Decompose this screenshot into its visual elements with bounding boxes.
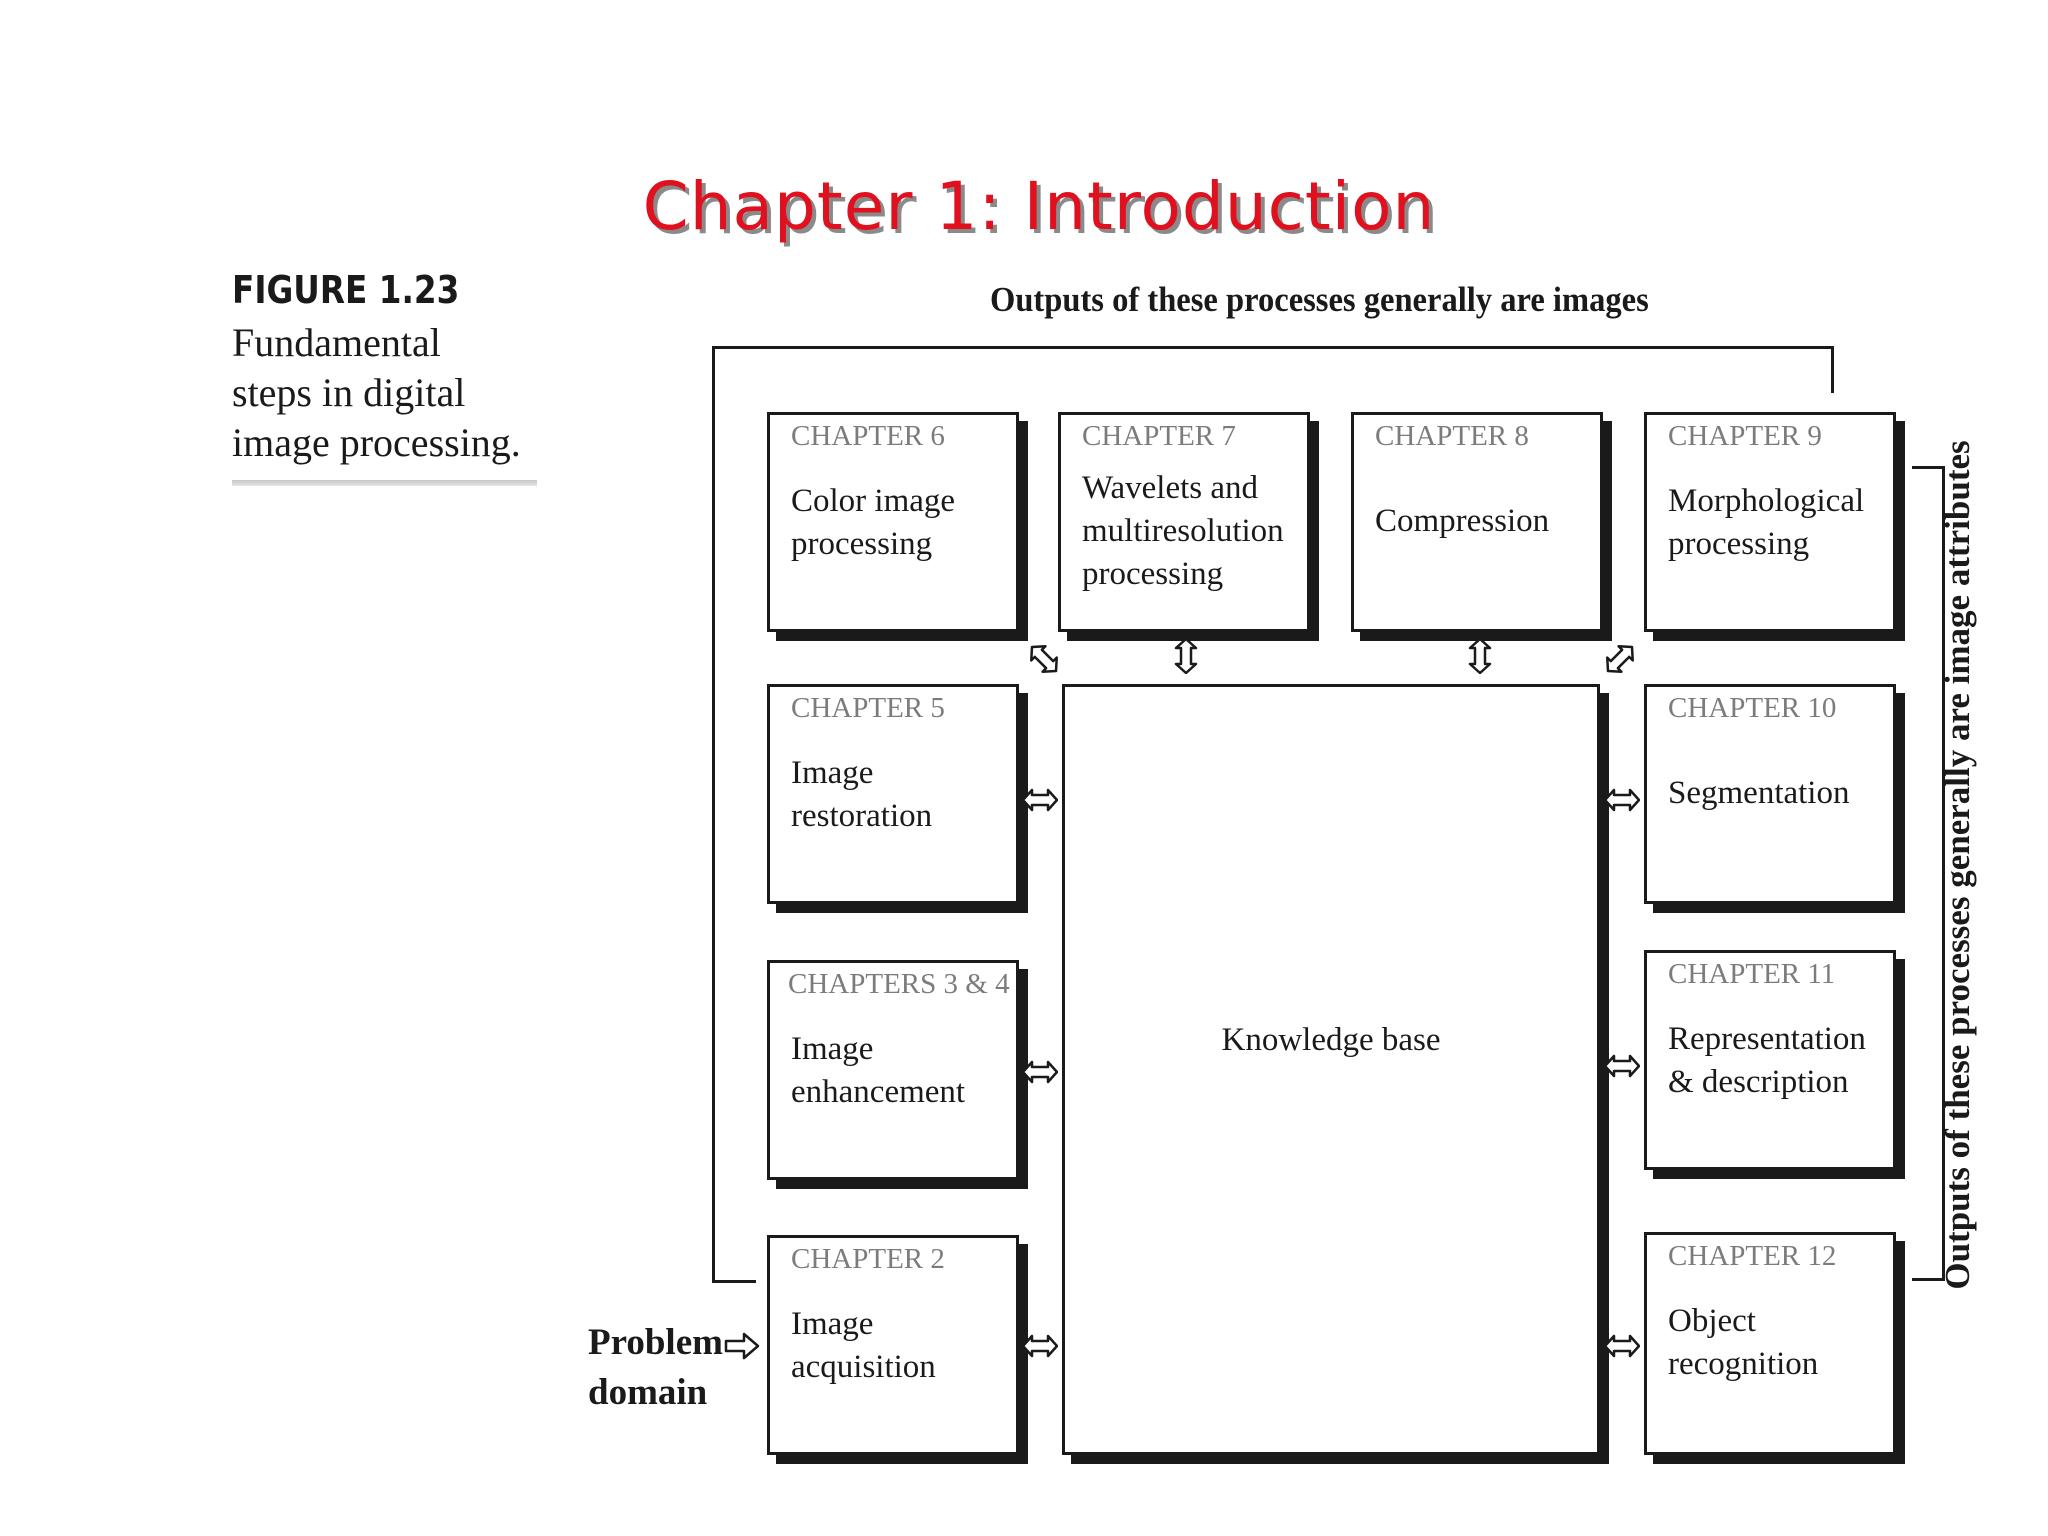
process-name-line: processing <box>1082 556 1224 592</box>
process-name-line: acquisition <box>791 1349 936 1385</box>
chapter-label: CHAPTER 5 <box>791 692 945 724</box>
right-bracket-vertical <box>1942 466 1945 1281</box>
chapter-label: CHAPTERS 3 & 4 <box>788 968 1010 1000</box>
process-name-line: Segmentation <box>1668 775 1850 811</box>
arrow-diag-ch9-icon <box>1606 645 1634 673</box>
figure-caption: Fundamental steps in digital image proce… <box>232 318 562 468</box>
arrow-up-ch8-icon <box>1468 638 1492 674</box>
arrow-right-ch10-icon <box>1604 788 1640 812</box>
process-name: Image restoration <box>791 752 932 838</box>
knowledge-base-label: Knowledge base <box>1221 1022 1441 1058</box>
process-name-line: & description <box>1668 1064 1849 1100</box>
right-bracket-top <box>1912 466 1945 469</box>
box-chapters-3-4: CHAPTERS 3 & 4 Image enhancement <box>767 960 1019 1180</box>
problem-domain-label: Problem domain <box>588 1318 723 1418</box>
process-name: Segmentation <box>1668 772 1849 815</box>
process-name: Image enhancement <box>791 1028 965 1114</box>
process-name-line: Image <box>791 1306 874 1342</box>
arrow-left-ch2-icon <box>1022 1334 1058 1358</box>
box-chapter-8: CHAPTER 8 Compression <box>1351 412 1603 632</box>
arrow-right-ch11-icon <box>1604 1054 1640 1078</box>
process-name: Compression <box>1375 500 1549 543</box>
process-name-line: processing <box>791 526 933 562</box>
process-name: Wavelets and multiresolution processing <box>1082 467 1284 596</box>
box-chapter-5: CHAPTER 5 Image restoration <box>767 684 1019 904</box>
process-name: Image acquisition <box>791 1303 936 1389</box>
chapter-label: CHAPTER 10 <box>1668 692 1837 724</box>
chapter-label: CHAPTER 7 <box>1082 420 1236 452</box>
box-chapter-12: CHAPTER 12 Object recognition <box>1644 1232 1896 1455</box>
right-bracket-bottom <box>1912 1278 1945 1281</box>
process-name-line: Object <box>1668 1303 1756 1339</box>
figure-caption-line-3: image processing. <box>232 420 521 465</box>
knowledge-base-box: Knowledge base <box>1062 684 1600 1455</box>
chapter-label: CHAPTER 9 <box>1668 420 1822 452</box>
box-chapter-11: CHAPTER 11 Representation & description <box>1644 950 1896 1170</box>
process-name: Object recognition <box>1668 1300 1818 1386</box>
problem-domain-line-1: Problem <box>588 1322 723 1363</box>
process-name-line: Compression <box>1375 503 1550 539</box>
box-chapter-7: CHAPTER 7 Wavelets and multiresolution p… <box>1058 412 1310 632</box>
figure-caption-rule <box>232 480 537 486</box>
arrow-problem-domain-icon <box>724 1332 760 1360</box>
arrow-up-ch7-icon <box>1174 638 1198 674</box>
process-name-line: Image <box>791 755 874 791</box>
process-name-line: Morphological <box>1668 483 1865 519</box>
problem-domain-line-2: domain <box>588 1372 708 1413</box>
process-name-line: Wavelets and <box>1082 470 1259 506</box>
box-chapter-2: CHAPTER 2 Image acquisition <box>767 1235 1019 1455</box>
arrow-left-ch34-icon <box>1022 1060 1058 1084</box>
bracket-left-vertical <box>712 346 715 1283</box>
box-chapter-6: CHAPTER 6 Color image processing <box>767 412 1019 632</box>
bracket-bottom-entry <box>712 1280 756 1283</box>
chapter-label: CHAPTER 12 <box>1668 1240 1837 1272</box>
slide-title: Chapter 1: Introduction <box>642 168 1436 245</box>
chapter-label: CHAPTER 8 <box>1375 420 1529 452</box>
chapter-label: CHAPTER 11 <box>1668 958 1836 990</box>
outputs-images-caption: Outputs of these processes generally are… <box>990 280 1649 319</box>
process-name: Morphological processing <box>1668 480 1864 566</box>
arrow-left-ch5-icon <box>1022 788 1058 812</box>
figure-number: FIGURE 1.23 <box>232 268 460 312</box>
chapter-label: CHAPTER 6 <box>791 420 945 452</box>
process-name-line: Color image <box>791 483 956 519</box>
process-name: Representation & description <box>1668 1018 1866 1104</box>
process-name-line: multiresolution <box>1082 513 1284 549</box>
figure-caption-line-2: steps in digital <box>232 370 466 415</box>
process-name-line: Representation <box>1668 1021 1866 1057</box>
bracket-top-drop <box>1831 346 1834 393</box>
bracket-top-horizontal <box>712 346 1834 349</box>
arrow-right-ch12-icon <box>1604 1334 1640 1358</box>
process-name-line: processing <box>1668 526 1810 562</box>
process-name-line: recognition <box>1668 1346 1819 1382</box>
chapter-label: CHAPTER 2 <box>791 1243 945 1275</box>
process-name: Color image processing <box>791 480 955 566</box>
process-name-line: Image <box>791 1031 874 1067</box>
process-name-line: enhancement <box>791 1074 966 1110</box>
process-name-line: restoration <box>791 798 933 834</box>
arrow-diag-ch6-icon <box>1030 645 1058 673</box>
box-chapter-10: CHAPTER 10 Segmentation <box>1644 684 1896 904</box>
figure-caption-line-1: Fundamental <box>232 320 441 365</box>
box-chapter-9: CHAPTER 9 Morphological processing <box>1644 412 1896 632</box>
